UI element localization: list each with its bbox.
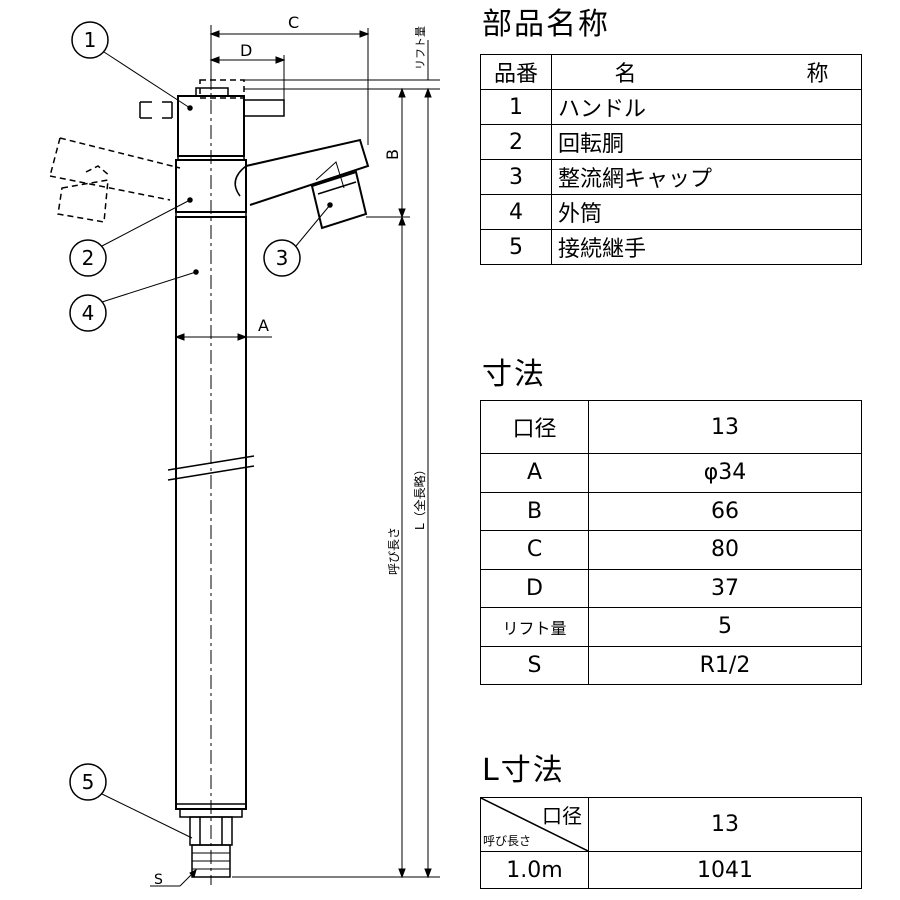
callout-5-label: 5	[82, 770, 95, 794]
dim-value: 37	[588, 568, 862, 608]
dimension-nominal-length	[232, 215, 440, 879]
dim-label: C	[480, 530, 589, 570]
parts-header-name-a: 名	[614, 62, 637, 87]
part-name: ハンドル	[551, 89, 862, 125]
dim-value: R1/2	[588, 645, 862, 685]
part-name: 回転胴	[551, 124, 862, 160]
l-corner-cell: 口径 呼び長さ	[480, 797, 589, 852]
dim-label: リフト量	[480, 607, 589, 647]
dimensions-title: 寸法	[482, 357, 546, 392]
callout-3	[263, 202, 333, 277]
callout-4-label: 4	[82, 301, 95, 325]
callout-4	[69, 269, 199, 332]
parts-header-name: 名称	[551, 54, 862, 90]
l-label: 1.0m	[480, 851, 589, 889]
dim-label-a: A	[258, 316, 269, 335]
dim-label-s: S	[154, 872, 163, 888]
dim-label-b: B	[383, 149, 402, 160]
connection-joint-part	[179, 808, 243, 878]
l-corner-top: 口径	[542, 804, 582, 828]
dim-value: 66	[588, 491, 862, 531]
parts-title: 部品名称	[482, 7, 610, 42]
dim-value: φ34	[588, 453, 862, 493]
dim-value: 5	[588, 607, 862, 647]
dim-label-d: D	[240, 41, 252, 60]
part-name: 接続継手	[551, 229, 862, 265]
rotated-spout-outline	[49, 137, 181, 223]
parts-header-row: 品番 名称	[480, 54, 862, 90]
part-no: 3	[480, 159, 552, 195]
part-no: 4	[480, 194, 552, 230]
parts-header-no: 品番	[480, 54, 552, 90]
dimension-a	[174, 333, 272, 341]
dimension-d	[209, 55, 286, 100]
faucet-drawing: C D リフト量 B 呼び長さ L（全長略） A	[49, 13, 440, 888]
dimension-s	[150, 869, 197, 887]
dim-label-c: C	[288, 13, 299, 32]
l-header-value: 13	[588, 797, 862, 852]
dim-label: D	[480, 568, 589, 608]
l-value: 1041	[588, 851, 862, 889]
dim-value: 80	[588, 530, 862, 570]
dim-label-l-total: L（全長略）	[412, 463, 427, 530]
dimension-l-total	[424, 87, 432, 879]
dim-label-nominal-length: 呼び長さ	[387, 527, 401, 575]
callout-1	[71, 21, 193, 111]
parts-header-name-b: 称	[806, 62, 829, 87]
dimension-b	[244, 87, 410, 219]
part-name: 外筒	[551, 194, 862, 230]
part-no: 2	[480, 124, 552, 160]
dim-label: 口径	[480, 400, 589, 454]
part-name: 整流網キャップ	[551, 159, 862, 195]
callout-2-label: 2	[82, 246, 95, 270]
callout-5	[69, 763, 193, 839]
callout-1-label: 1	[84, 28, 97, 52]
l-dimensions-title: L寸法	[482, 753, 565, 788]
dim-value: 13	[588, 400, 862, 454]
callout-2	[69, 197, 193, 277]
rotating-body-part	[175, 138, 370, 230]
part-no: 1	[480, 89, 552, 125]
dim-label-lift: リフト量	[414, 26, 427, 70]
l-header-row: 口径 呼び長さ 13	[480, 797, 862, 852]
dimension-c	[209, 28, 370, 145]
diagonal-divider	[481, 798, 588, 851]
dim-label: B	[480, 491, 589, 531]
l-corner-bottom: 呼び長さ	[483, 834, 532, 848]
callout-3-label: 3	[276, 246, 289, 270]
dim-label: A	[480, 453, 589, 493]
dimension-lift	[244, 40, 440, 100]
part-no: 5	[480, 229, 552, 265]
dim-label: S	[480, 645, 589, 685]
